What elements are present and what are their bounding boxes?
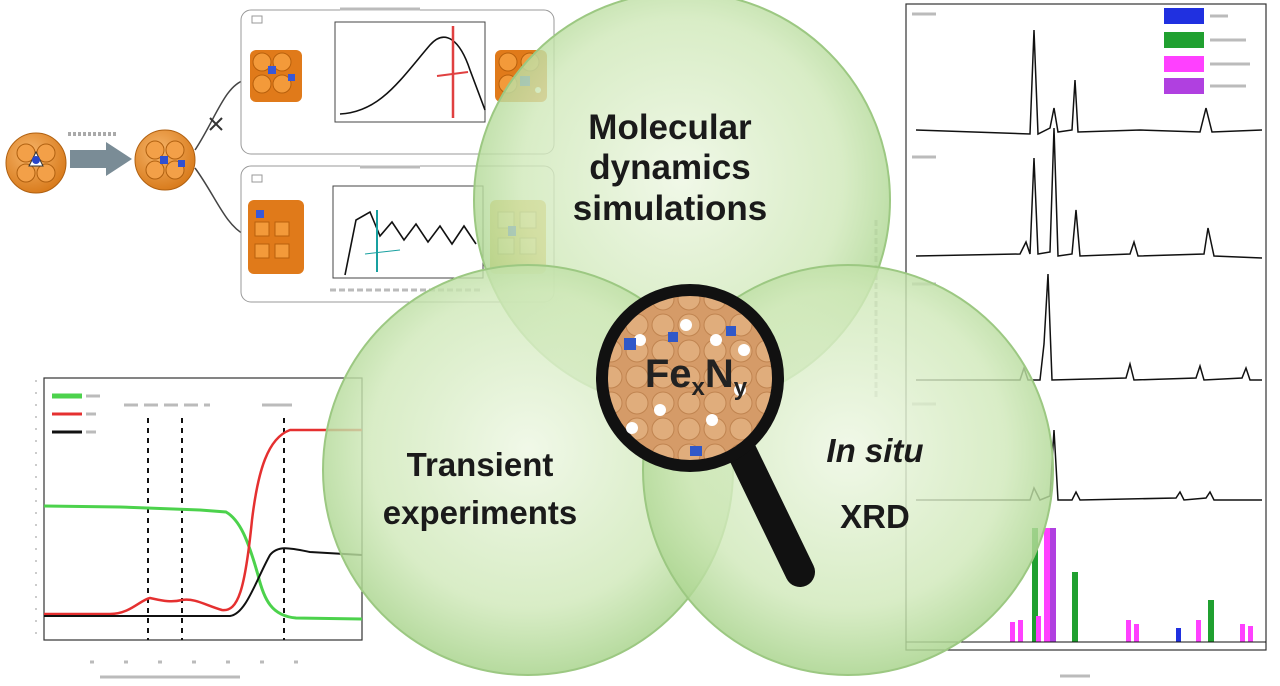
lower-left-structure <box>248 200 304 274</box>
xrd-text: XRD <box>840 497 910 535</box>
formula-sub-y: y <box>733 374 748 401</box>
bubble-label-in-situ-xrd: In situ XRD <box>800 432 950 536</box>
arrow-body <box>70 150 106 168</box>
in-situ-text: In situ <box>826 432 924 469</box>
formula-n: N <box>704 352 734 396</box>
formula-fexny: FexNy <box>616 352 776 402</box>
formula-sub-x: x <box>691 374 705 401</box>
upper-left-structure <box>250 50 302 102</box>
initial-cluster <box>5 132 67 194</box>
intermediate-cluster <box>134 129 196 191</box>
arrow-head <box>106 142 132 176</box>
magnifier-icon <box>596 284 815 587</box>
transient-plot <box>35 377 363 679</box>
md-mechanism-panel <box>5 7 555 303</box>
formula-fe: Fe <box>644 352 692 396</box>
